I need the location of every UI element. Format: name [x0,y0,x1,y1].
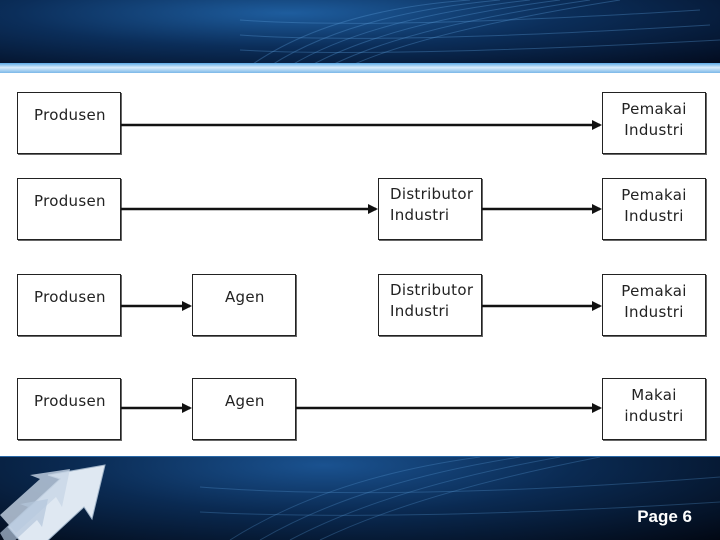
end-label-line-2: Industri [624,303,684,321]
distributor-label-line-1: Distributor [390,281,474,299]
end-label-line-1: Pemakai [621,186,687,204]
industrial-user-box-row-3: Pemakai Industri [602,274,706,336]
producer-label: Produsen [34,288,106,306]
producer-label: Produsen [34,106,106,124]
end-label-line-1: Pemakai [621,100,687,118]
producer-box-row-2: Produsen [17,178,121,240]
end-label-line-2: industri [624,407,684,425]
producer-box-row-3: Produsen [17,274,121,336]
producer-box-row-4: Produsen [17,378,121,440]
header-rule [0,63,720,73]
end-label-line-1: Makai [631,386,677,404]
distributor-box-row-3: Distributor Industri [378,274,482,336]
producer-box-row-1: Produsen [17,92,121,154]
industrial-user-box-row-2: Pemakai Industri [602,178,706,240]
distributor-label-line-1: Distributor [390,185,474,203]
header-banner [0,0,720,66]
end-label-line-2: Industri [624,207,684,225]
footer-decoration [0,457,720,540]
producer-label: Produsen [34,192,106,210]
distributor-label-line-2: Industri [390,302,450,320]
producer-label: Produsen [34,392,106,410]
page-number: Page 6 [637,507,692,526]
distributor-box-row-2: Distributor Industri [378,178,482,240]
industrial-user-box-row-1: Pemakai Industri [602,92,706,154]
agent-label: Agen [225,288,265,306]
wireframe-background [239,0,720,66]
industrial-user-box-row-4: Makai industri [602,378,706,440]
end-label-line-2: Industri [624,121,684,139]
agent-label: Agen [225,392,265,410]
agent-box-row-3: Agen [192,274,296,336]
footer-banner [0,457,720,540]
agent-box-row-4: Agen [192,378,296,440]
end-label-line-1: Pemakai [621,282,687,300]
arrow-logo-icon [0,464,106,540]
distributor-label-line-2: Industri [390,206,450,224]
